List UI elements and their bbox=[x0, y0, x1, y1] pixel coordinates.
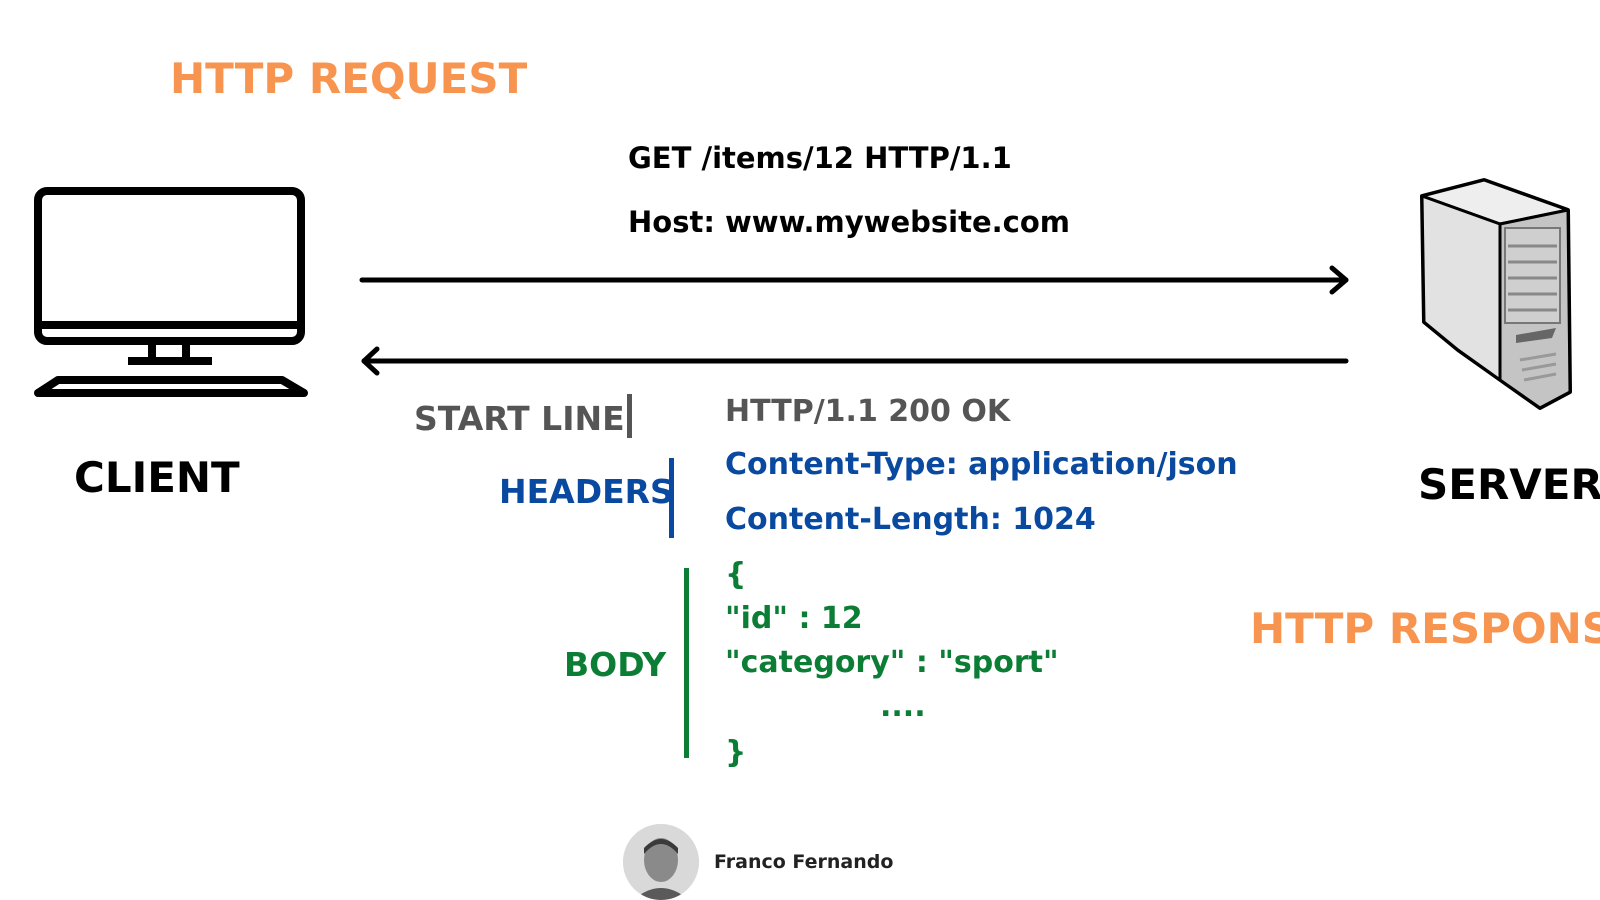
request-arrow bbox=[359, 265, 1349, 295]
client-label: CLIENT bbox=[74, 453, 240, 502]
body-label: BODY bbox=[564, 645, 667, 684]
body-line-ellipsis: .... bbox=[880, 689, 926, 724]
request-title: HTTP REQUEST bbox=[170, 54, 528, 103]
headers-divider bbox=[669, 458, 674, 538]
body-divider bbox=[684, 568, 689, 758]
server-label: SERVER bbox=[1418, 460, 1600, 509]
request-host-header: Host: www.mywebsite.com bbox=[628, 205, 1070, 239]
response-title: HTTP RESPONSE bbox=[1250, 604, 1600, 653]
start-line-divider bbox=[627, 394, 632, 438]
body-line-close-brace: } bbox=[725, 735, 747, 770]
body-line-category: "category" : "sport" bbox=[725, 645, 1059, 680]
server-tower-icon bbox=[1420, 178, 1572, 410]
headers-label: HEADERS bbox=[499, 472, 674, 511]
header-content-type: Content-Type: application/json bbox=[725, 447, 1238, 482]
request-line: GET /items/12 HTTP/1.1 bbox=[628, 141, 1012, 175]
author-avatar bbox=[623, 824, 699, 900]
avatar-photo bbox=[623, 824, 699, 900]
body-line-id: "id" : 12 bbox=[725, 601, 863, 636]
body-line-open-brace: { bbox=[725, 557, 747, 592]
start-line-label: START LINE bbox=[414, 399, 625, 438]
monitor-icon bbox=[34, 187, 308, 397]
response-arrow bbox=[361, 346, 1349, 376]
author-name: Franco Fernando bbox=[714, 851, 894, 873]
header-content-length: Content-Length: 1024 bbox=[725, 502, 1096, 537]
status-line: HTTP/1.1 200 OK bbox=[725, 394, 1011, 429]
